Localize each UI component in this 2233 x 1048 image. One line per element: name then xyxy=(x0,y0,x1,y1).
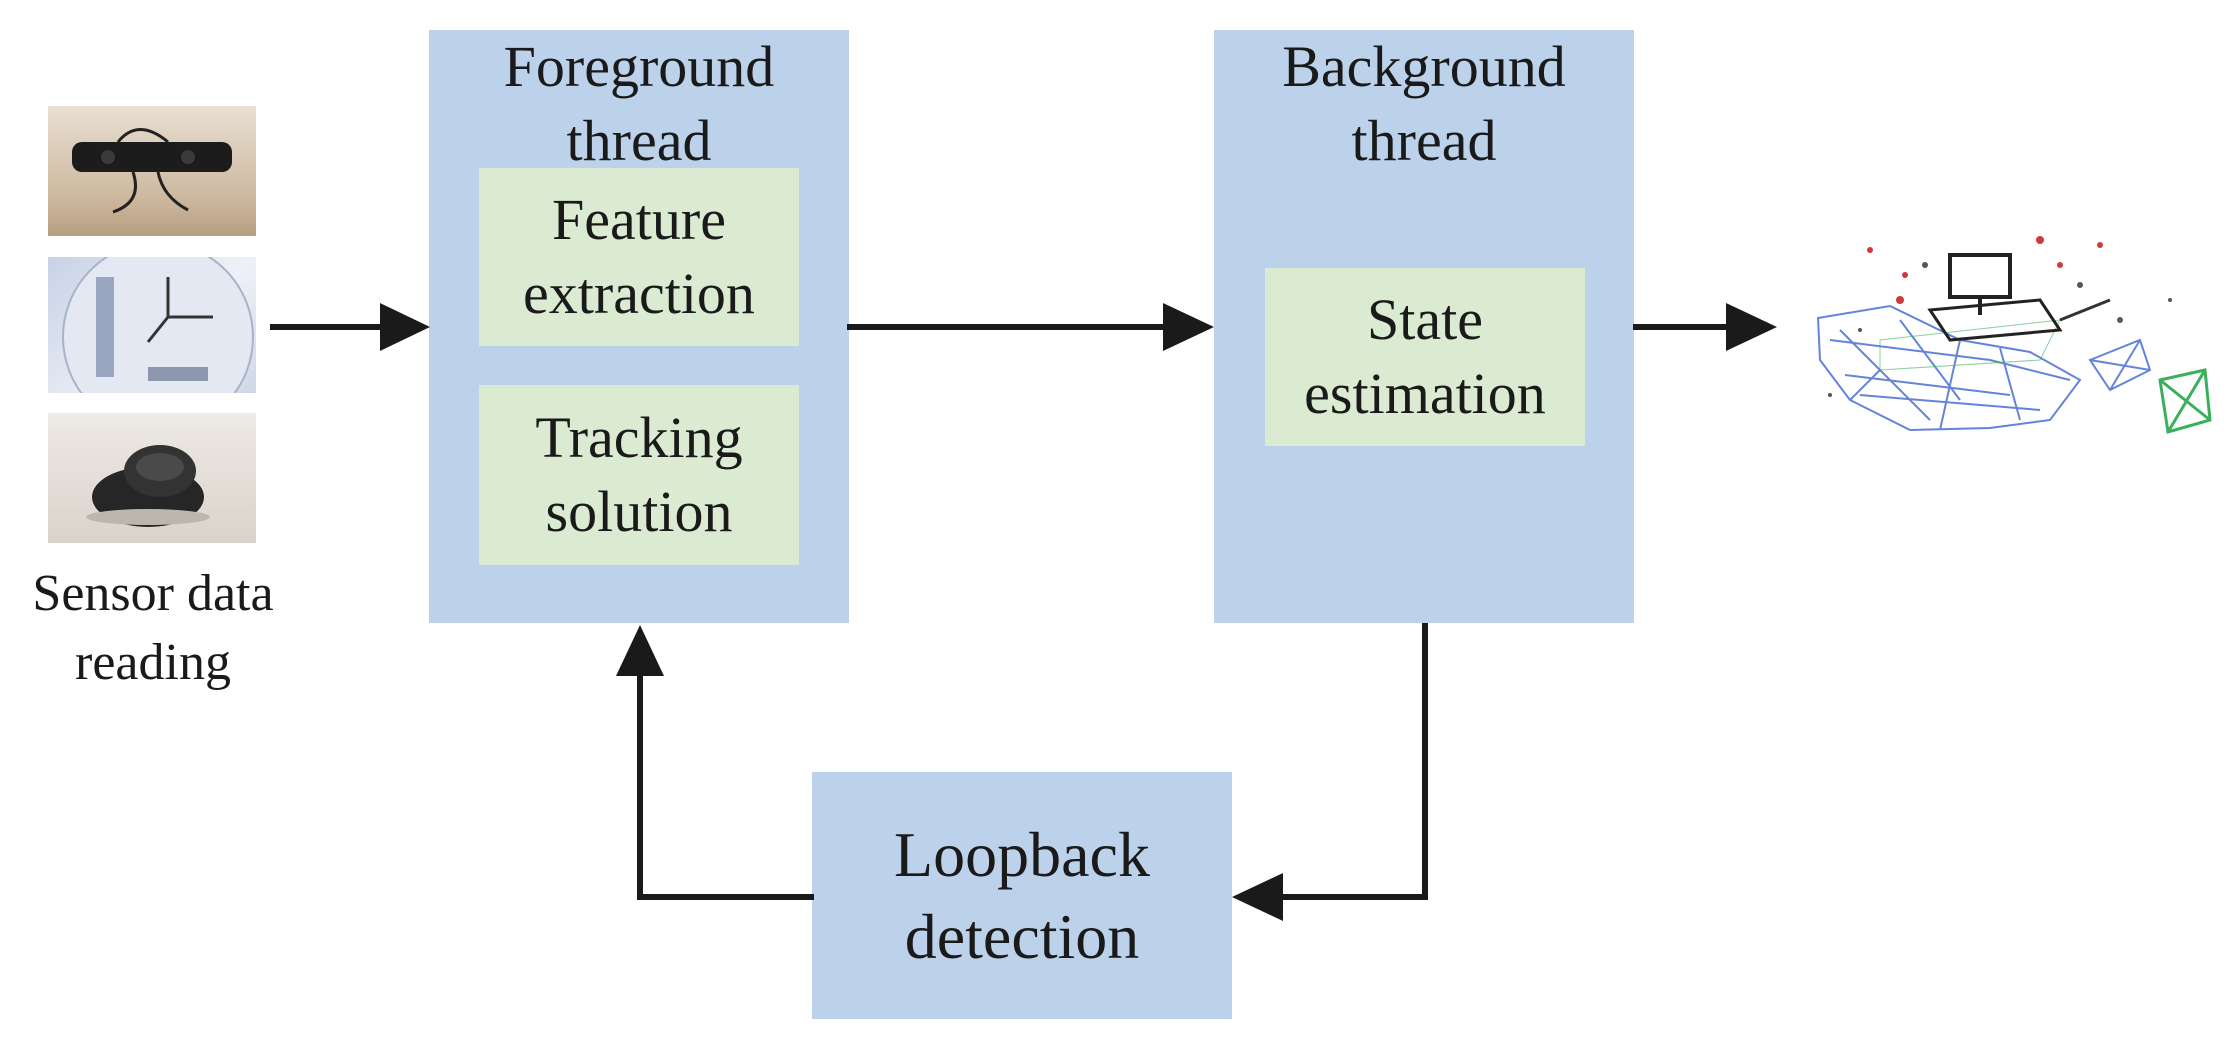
feature-extraction-line1: Feature xyxy=(552,186,726,252)
lidar-sensor-photo xyxy=(48,413,256,543)
tracking-solution-line2: solution xyxy=(545,479,733,544)
arrow-loopback-to-foreground xyxy=(637,676,814,900)
background-title-line1: Background xyxy=(1282,34,1566,99)
loopback-line1: Loopback xyxy=(894,818,1150,890)
arrow-background-to-loopback xyxy=(1283,623,1428,900)
foreground-title-line1: Foreground xyxy=(503,34,775,99)
tracking-solution-module: Tracking solution xyxy=(479,385,799,565)
arrowhead-loopback-in xyxy=(1232,873,1283,921)
lidar-sensor-illustration xyxy=(86,445,210,527)
sensor-label-line2: reading xyxy=(75,633,231,691)
feature-extraction-line2: extraction xyxy=(523,261,755,326)
foreground-title-line2: thread xyxy=(566,108,712,174)
state-estimation-line1: State xyxy=(1367,286,1483,352)
loopback-detection-box: Loopback detection xyxy=(812,772,1232,1019)
background-thread-title: Background thread xyxy=(1214,30,1634,178)
camera-sensor-photo xyxy=(48,106,256,236)
sensor-data-reading-label: Sensor data reading xyxy=(0,560,306,697)
camera-sensor-illustration xyxy=(72,128,232,214)
arrowhead-map-in xyxy=(1726,303,1777,351)
imu-sensor-photo xyxy=(48,257,256,393)
background-title-line2: thread xyxy=(1351,108,1497,174)
foreground-thread-title: Foreground thread xyxy=(429,30,849,178)
point-cloud-map-illustration xyxy=(1816,236,2212,434)
arrowhead-background-in xyxy=(1163,303,1214,351)
state-estimation-module: State estimation xyxy=(1265,268,1585,446)
arrowhead-foreground-up xyxy=(616,625,664,676)
imu-sensor-illustration xyxy=(62,257,254,393)
loopback-line2: detection xyxy=(904,900,1140,972)
feature-extraction-module: Feature extraction xyxy=(479,168,799,346)
sensor-label-line1: Sensor data xyxy=(32,565,274,622)
arrowhead-foreground-in xyxy=(380,303,430,351)
tracking-solution-line1: Tracking xyxy=(535,404,743,470)
state-estimation-line2: estimation xyxy=(1304,361,1546,426)
